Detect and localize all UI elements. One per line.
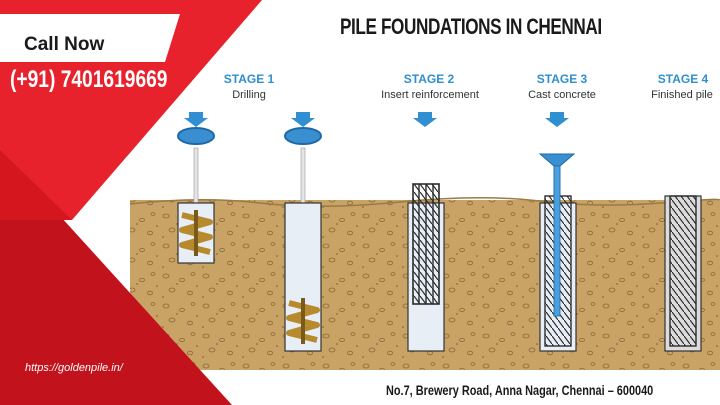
stage-1-title: STAGE 1 [223,72,275,86]
phone-number[interactable]: (+91) 7401619669 [10,66,168,93]
stage-2-subtitle: Insert reinforcement [381,89,479,101]
stage4-finished [664,195,702,352]
down-arrow-icon [545,112,569,127]
website-link[interactable]: https://goldenpile.in/ [25,362,123,374]
auger-icon [286,298,320,344]
reinforcement-cage-icon [412,183,440,305]
down-arrow-icon [184,112,208,127]
page-title: PILE FOUNDATIONS IN CHENNAI [340,14,602,39]
call-now-box [0,14,180,62]
ground-surface [129,197,720,207]
stage-3-subtitle: Cast concrete [528,89,596,101]
down-arrow-icon [291,112,315,127]
rotation-arrow-icon [177,127,216,145]
promo-banner-overlap [0,150,72,220]
stage3-cast [538,112,577,352]
stage1-drill-deep [284,112,323,352]
stage-1-subtitle: Drilling [232,89,266,101]
stage1-drill-shallow [177,112,216,264]
stage-3-title: STAGE 3 [536,72,588,86]
stage2-reinforcement [407,112,445,352]
rotation-arrow-icon [284,127,323,145]
address-text: No.7, Brewery Road, Anna Nagar, Chennai … [386,382,654,398]
call-now-label: Call Now [24,34,105,55]
auger-icon [179,210,213,256]
down-arrow-icon [413,112,437,127]
stage-4-title: STAGE 4 [657,72,709,86]
stage-4-subtitle: Finished pile [651,89,713,101]
stage-2-title: STAGE 2 [403,72,455,86]
